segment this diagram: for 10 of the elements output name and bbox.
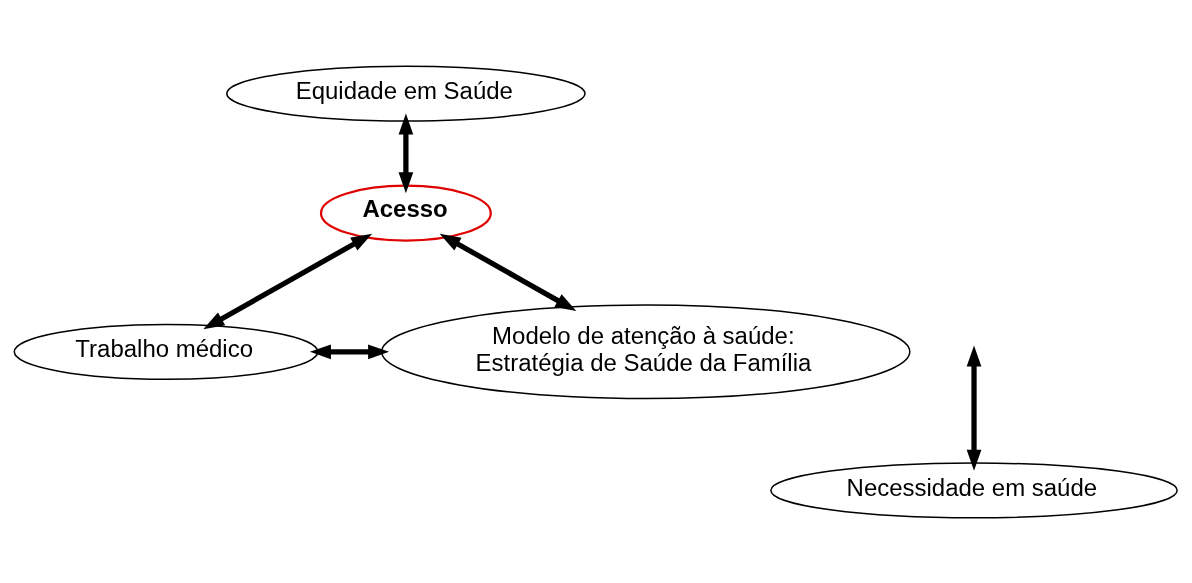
arrow: [398, 113, 414, 193]
node-ellipse: Modelo de atenção à saúde: Estratégia de Saúde da Família: [380, 303, 911, 399]
node-ellipse: Acesso: [319, 184, 492, 242]
arrow: [966, 344, 982, 471]
node-ellipse: Trabalho médico: [13, 323, 319, 380]
arrow: [203, 233, 373, 329]
node-ellipse: Equidade em Saúde: [226, 64, 586, 122]
node-ellipse: Necessidade em saúde: [770, 461, 1178, 519]
arrow: [439, 233, 577, 311]
arrow: [309, 343, 390, 359]
